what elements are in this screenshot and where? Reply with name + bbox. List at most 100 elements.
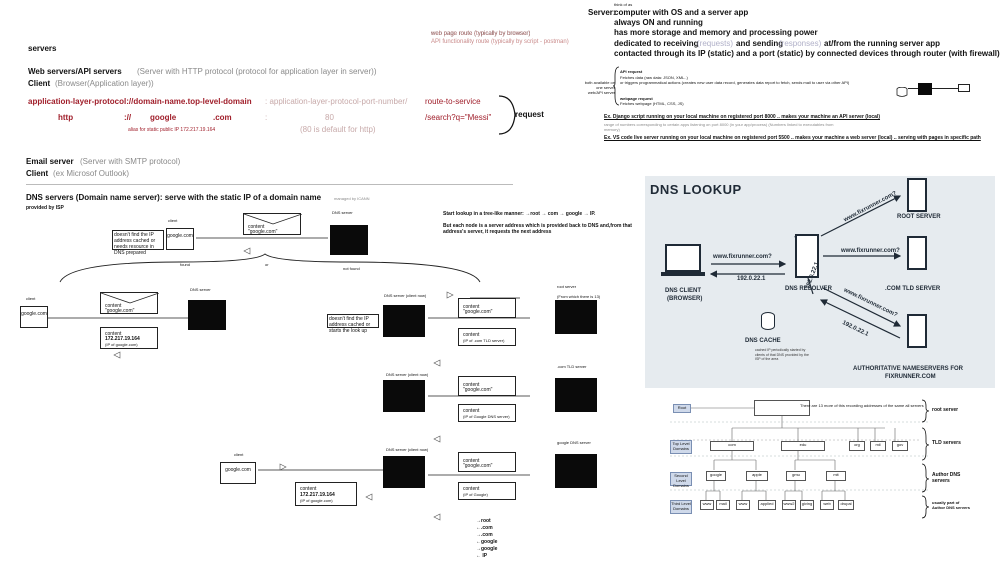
trace-0: →root <box>476 518 491 524</box>
third-www2: www2 <box>782 500 796 510</box>
not-found-label: not found <box>343 266 360 271</box>
dedicated-suffix: at/from the running server app <box>824 39 941 48</box>
and-sending: and sending <box>736 39 784 48</box>
query-label-client: www.fixrunner.com? <box>713 254 772 260</box>
third-drupal: drupal <box>838 500 854 510</box>
tld-gov: gov <box>892 441 908 451</box>
final-response-envelope: content 172.217.19.164 (IP of google.com… <box>295 482 357 506</box>
level-dividers <box>670 421 928 491</box>
tld-server-icon <box>907 236 927 270</box>
third-giving: giving <box>800 500 814 510</box>
dns-cache-icon <box>761 312 775 330</box>
google-dns-request-label: content <box>463 458 480 464</box>
root-request-envelope: content "google.com" <box>458 298 516 318</box>
client-computer-top: google.com <box>166 228 194 250</box>
url-pattern-port: : application-layer-protocol-port-number… <box>265 97 408 106</box>
client-computer-bottom-label: google.com <box>225 467 251 473</box>
ex2: Ex. VS code live server running on your … <box>604 135 981 141</box>
server-line-1: computer with OS and a server app <box>614 8 749 17</box>
dns-provided: provided by ISP <box>26 205 64 211</box>
com-tld-block <box>555 378 597 412</box>
example-google: google <box>150 113 177 122</box>
google-dns-block <box>555 454 597 488</box>
server-app-icon <box>918 83 932 95</box>
auth-server-icon <box>907 314 927 348</box>
server-line-2: always ON and running <box>614 18 703 27</box>
root-response-label: content <box>463 332 480 338</box>
client-computer-top-label: google.com <box>167 233 193 239</box>
auth-server-label: AUTHORITATIVE NAMESERVERS FOR <box>853 366 964 372</box>
root-request-label: content <box>463 304 480 310</box>
client-label-top: client <box>168 218 178 223</box>
tree-braces <box>921 399 930 519</box>
dns-resolver-3 <box>383 456 425 488</box>
example-port: 80 <box>325 113 334 122</box>
found-label: found <box>180 262 191 267</box>
example-colon: : <box>265 113 268 122</box>
email-client-label: Client <box>26 169 49 178</box>
sld-apple: apple <box>746 471 768 481</box>
root-server-label: root server <box>557 284 577 289</box>
dns-client-keyboard-icon <box>661 272 705 276</box>
dns-resolver-1 <box>383 305 425 337</box>
google-dns-response-label: content <box>463 486 480 492</box>
dns-lookup-arrows <box>709 195 902 339</box>
tree-root-node <box>754 400 810 416</box>
api-route-note: API functionality route (typically by sc… <box>431 39 569 45</box>
envelope-content-label: content <box>248 224 265 230</box>
alias-note: alias for static public IP 172.217.19.16… <box>128 127 216 133</box>
web-servers-label: Web servers/API servers <box>28 67 122 76</box>
final-response-note: (IP of google.com) <box>300 498 333 503</box>
server-label: Server: <box>588 8 616 17</box>
ex1: Ex. Django script running on your local … <box>604 114 881 120</box>
tree-author-servers: Author DNS servers <box>932 472 961 484</box>
third-applied: applied <box>758 500 776 510</box>
tree-usually-part: usually part of Author DNS servers <box>932 500 971 510</box>
dns-client-now-label-3: DNS server (client now) <box>386 447 429 452</box>
third-www-1: www <box>700 500 714 510</box>
google-dns-label: google DNS server <box>557 440 591 445</box>
response-mid-content-label: content <box>105 331 122 337</box>
dns-server-label-mid: DNS server <box>190 287 211 292</box>
root-request-value: "google.com" <box>463 309 493 315</box>
trace-3: ←google <box>476 539 498 545</box>
tree-tld-servers: TLD servers <box>932 440 961 446</box>
dns-heading: DNS servers (Domain name server): serve … <box>26 193 322 202</box>
web-servers-desc: (Server with HTTP protocol (protocol for… <box>137 67 377 76</box>
database-icon <box>896 84 908 97</box>
tree-third-level: Third Level Domains <box>670 500 692 514</box>
dns-cache-label: DNS CACHE <box>745 338 781 344</box>
root-server-icon <box>907 178 927 212</box>
doesnt-find-note: doesn't find the IP address cached or ne… <box>112 230 164 256</box>
google-dns-request-envelope: content "google.com" <box>458 452 516 472</box>
response-mid-ip-note: (IP of google.com) <box>105 342 138 347</box>
dns-server-mid <box>188 300 226 330</box>
api-request-line-2: or triggers programmatical actions (crea… <box>620 80 850 85</box>
port-default-note: (80 is default for http) <box>300 125 376 134</box>
root-server-note: (From which there is 13) <box>557 294 601 299</box>
server-small-note: think of as <box>614 2 633 7</box>
request-brace <box>498 95 516 135</box>
api-request-title: API request <box>620 69 643 74</box>
root-server-label-panel: ROOT SERVER <box>897 214 941 220</box>
tree-root-level: Root <box>673 404 691 413</box>
dns-resolver-server-icon <box>795 234 819 278</box>
example-sep: :// <box>124 113 132 122</box>
tld-response-value: (IP of Google DNS server) <box>463 414 510 419</box>
sld-google: google <box>706 471 726 481</box>
com-tld-label: .com TLD server <box>557 364 587 369</box>
doesnt-find-note-2: doesn't find the IP address cached or st… <box>327 314 379 334</box>
tree-top-level: Top Level Domains <box>670 440 692 454</box>
trace-2: →.com <box>476 532 493 538</box>
dns-client-monitor-icon <box>665 244 701 272</box>
tld-response-envelope: content (IP of Google DNS server) <box>458 404 516 422</box>
dns-client-label: DNS CLIENT <box>665 288 701 294</box>
dns-client-now-label-2: DNS server (client now) <box>386 372 429 377</box>
link-line-2 <box>932 88 958 89</box>
url-pattern-route: route-to-service <box>425 97 481 106</box>
client-computer-bottom: google.com <box>220 462 256 484</box>
both-available-note: both available on one server web/API ser… <box>584 80 615 95</box>
response-mid-ip: 172.217.19.164 <box>105 336 140 342</box>
client-computer-mid: google.com <box>20 306 48 328</box>
final-response-label: content <box>300 486 317 492</box>
